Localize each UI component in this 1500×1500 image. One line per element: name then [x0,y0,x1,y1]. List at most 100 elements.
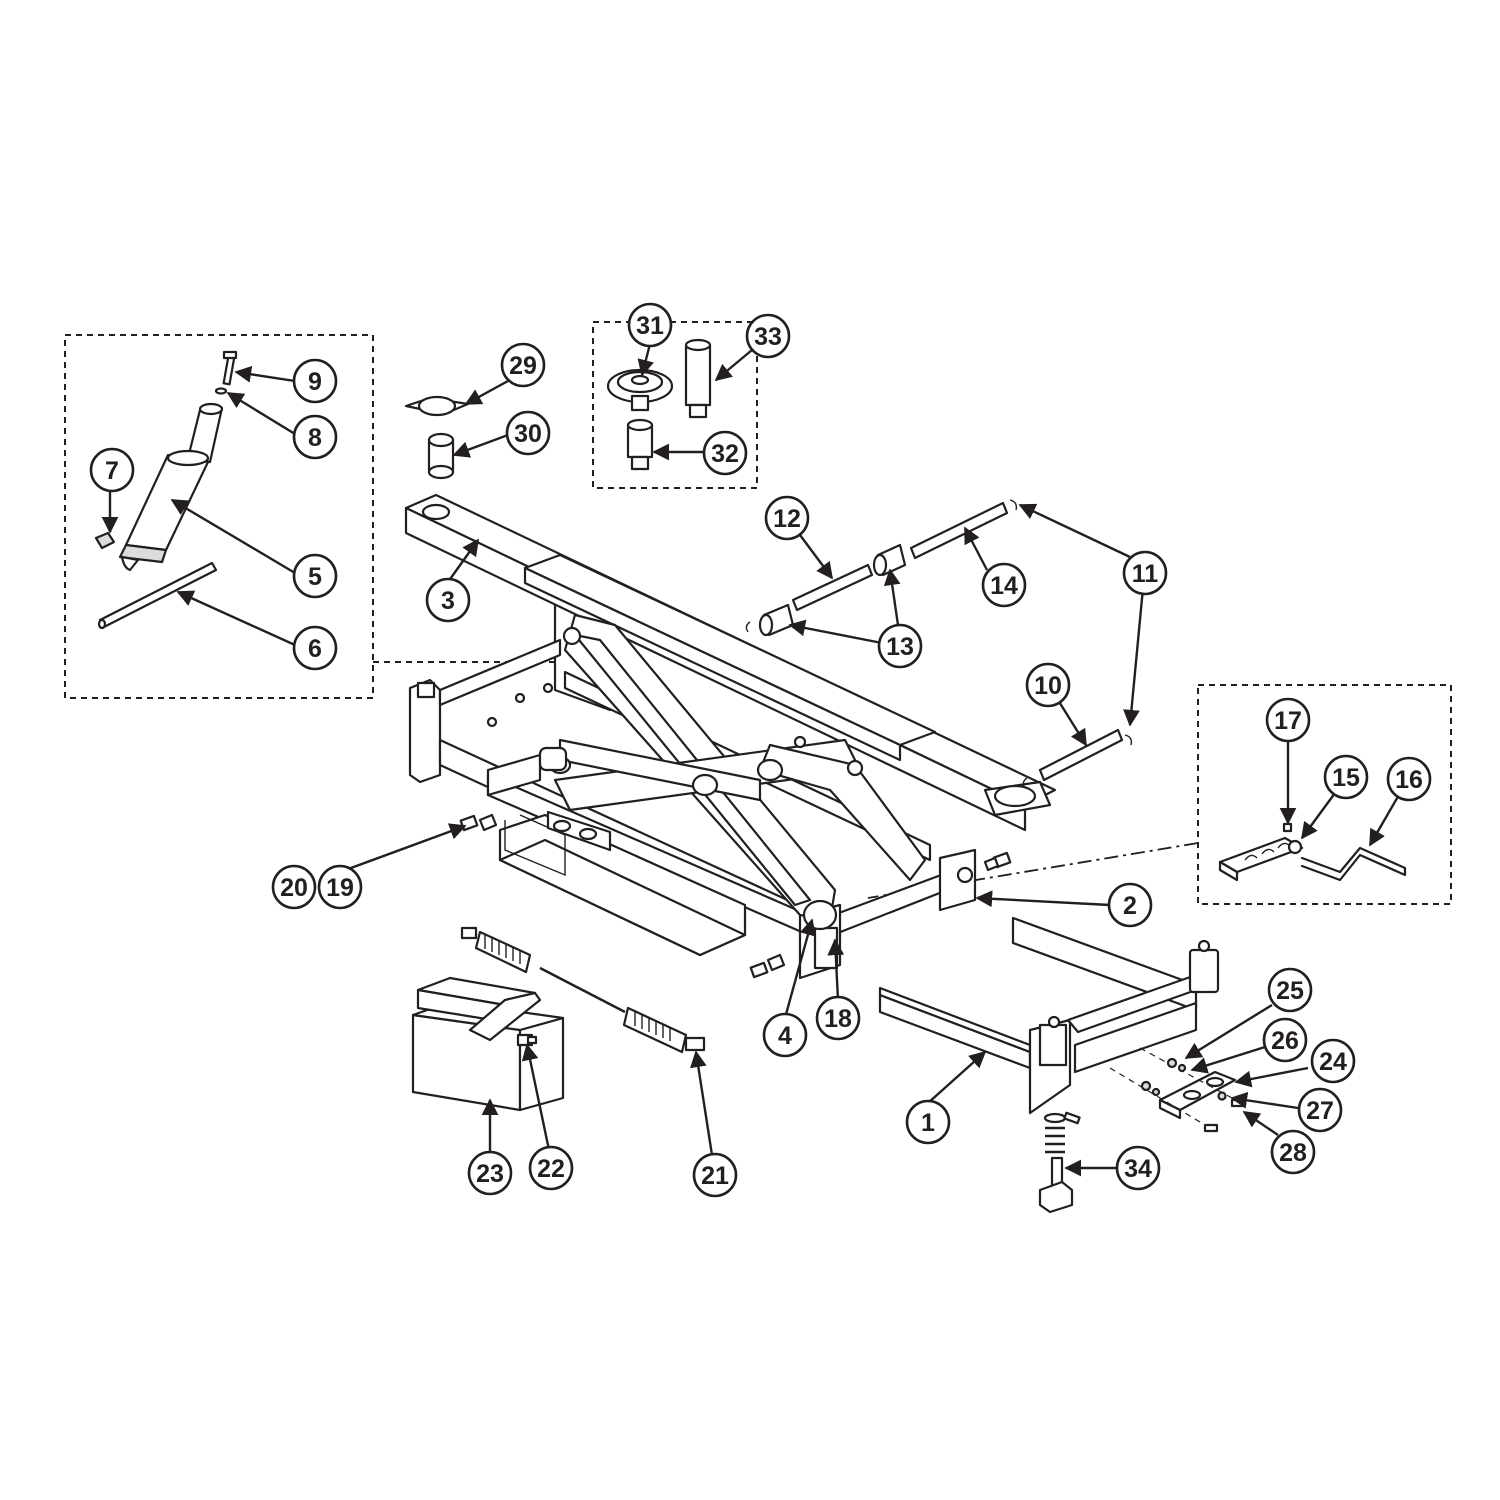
callout-label: 6 [308,635,322,663]
clips-11-part [745,499,1133,789]
callout-9: 9 [292,358,338,404]
callout-label: 31 [636,312,664,340]
callout-33: 33 [745,313,791,359]
lock-kit-box [1197,684,1452,905]
callout-label: 24 [1319,1048,1347,1076]
callout-6: 6 [292,625,338,671]
callout-label: 10 [1034,672,1062,700]
callout-31: 31 [627,302,673,348]
callout-label: 11 [1132,560,1159,588]
callout-1: 1 [905,1099,951,1145]
callout-label: 28 [1279,1139,1307,1167]
callout-label: 25 [1276,977,1304,1005]
callout-14: 14 [981,562,1027,608]
callout-circle [271,864,317,910]
callout-label: 3 [441,587,455,615]
cylinder-part [118,402,224,572]
pin-10-part [1038,728,1124,782]
callout-circle [292,553,338,599]
bolt-18-part [749,851,1012,979]
ring-part [214,387,228,395]
tall-adapter-part [684,338,712,419]
hose-part [460,926,706,1054]
callout-circle [292,358,338,404]
callout-circle [317,864,363,910]
callout-circle [1310,1038,1356,1084]
callout-label: 27 [1306,1097,1334,1125]
callout-circle [1267,967,1313,1013]
callout-label: 2 [1123,892,1137,920]
callout-13: 13 [877,623,923,669]
spring-pin-34-part [1038,1111,1081,1214]
callout-30: 30 [505,410,551,456]
callout-25: 25 [1267,967,1313,1013]
callout-circle [905,1099,951,1145]
callout-label: 16 [1395,766,1423,794]
callout-circle [1107,882,1153,928]
callout-label: 23 [476,1160,504,1188]
callout-27: 27 [1297,1087,1343,1133]
callout-label: 20 [280,874,308,902]
lower-tray-part [498,810,747,957]
bar-part [97,561,218,630]
callout-label: 5 [308,563,322,591]
callout-21: 21 [692,1152,738,1198]
callout-circle [500,342,546,388]
callout-19: 19 [317,864,363,910]
callout-circle [981,562,1027,608]
leader-lines [101,343,1402,1177]
callout-label: 29 [509,352,537,380]
callout-7: 7 [89,447,135,493]
top-beam-part [404,493,1057,832]
fitting-part [94,531,116,550]
pin-12-part [791,563,874,612]
callout-18: 18 [815,995,861,1041]
callout-label: 21 [701,1162,729,1190]
callout-26: 26 [1262,1017,1308,1063]
callout-label: 17 [1274,707,1302,735]
scissor-arm-part [538,613,927,931]
callout-circle [425,577,471,623]
callout-circle [1025,662,1071,708]
callout-circle [1297,1087,1343,1133]
callout-5: 5 [292,553,338,599]
adapter-kit-box [592,321,758,489]
callout-label: 22 [537,1155,565,1183]
callout-label: 32 [711,440,739,468]
callout-circle [627,302,673,348]
callout-23: 23 [467,1150,513,1196]
callout-circle [815,995,861,1041]
callout-circle [745,313,791,359]
pump-part [411,976,565,1112]
callout-label: 7 [105,457,119,485]
callout-circle [1115,1145,1161,1191]
callout-circle [1262,1017,1308,1063]
callout-2: 2 [1107,882,1153,928]
callout-label: 15 [1332,764,1360,792]
callout-3: 3 [425,577,471,623]
callout-label: 34 [1124,1155,1152,1183]
callout-29: 29 [500,342,546,388]
callout-circle [467,1150,513,1196]
callout-circle [877,623,923,669]
pump-fitting-part [516,1033,538,1047]
pin-14-part [909,501,1009,560]
callout-4: 4 [762,1012,808,1058]
callout-label: 13 [886,633,914,661]
callout-22: 22 [528,1145,574,1191]
callout-label: 1 [921,1109,935,1137]
pad-adapter-part [404,395,470,480]
callout-circle [764,495,810,541]
short-adapter-part [626,418,654,471]
callout-label: 4 [778,1022,792,1050]
callout-label: 9 [308,368,322,396]
callout-circle [528,1145,574,1191]
callout-32: 32 [702,430,748,476]
extension-frame-part [878,916,1220,1115]
callout-circle [702,430,748,476]
callout-label: 19 [326,874,354,902]
callout-circle [1323,754,1369,800]
callout-label: 33 [754,323,782,351]
